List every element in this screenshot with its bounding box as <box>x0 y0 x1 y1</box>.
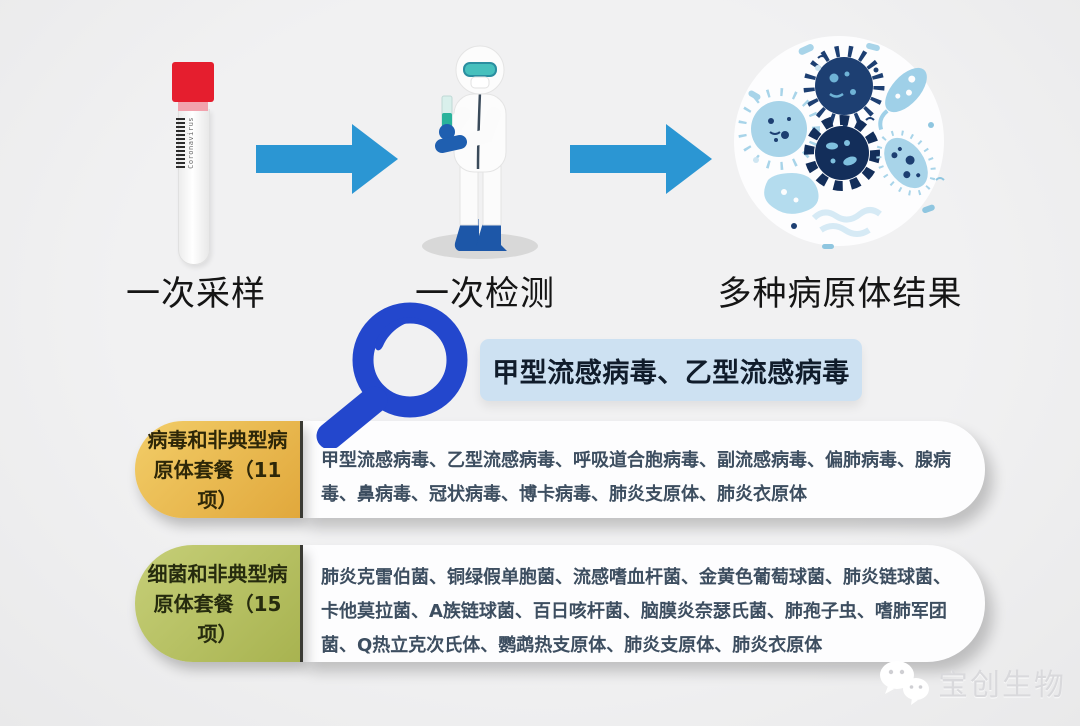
panel-virus-items: 甲型流感病毒、乙型流感病毒、呼吸道合胞病毒、副流感病毒、偏肺病毒、腺病毒、鼻病毒… <box>321 449 951 505</box>
test-tube-label-text: Coronavirus <box>187 117 195 169</box>
panel-bacteria-package: 肺炎克雷伯菌、铜绿假单胞菌、流感嗜血杆菌、金黄色葡萄球菌、肺炎链球菌、卡他莫拉菌… <box>135 545 985 662</box>
magnifier-icon <box>316 302 468 448</box>
watermark-text: 宝创生物 <box>938 668 1066 703</box>
step-label-testing: 一次检测 <box>415 274 555 314</box>
scientist-illustration <box>422 45 538 259</box>
arrow-right-icon <box>570 124 712 194</box>
test-tube-label: Coronavirus <box>176 117 195 169</box>
step-label-sampling: 一次采样 <box>126 274 266 314</box>
test-tube-cap-ring <box>178 102 208 111</box>
wechat-icon <box>880 661 929 705</box>
test-tube-illustration: Coronavirus <box>171 62 215 266</box>
panel-virus-tag: 病毒和非典型病原体套餐（11项） <box>135 421 303 518</box>
panel-bacteria-tag: 细菌和非典型病原体套餐（15项） <box>135 545 303 662</box>
panel-virus-body: 甲型流感病毒、乙型流感病毒、呼吸道合胞病毒、副流感病毒、偏肺病毒、腺病毒、鼻病毒… <box>301 421 985 518</box>
panel-bacteria-items: 肺炎克雷伯菌、铜绿假单胞菌、流感嗜血杆菌、金黄色葡萄球菌、肺炎链球菌、卡他莫拉菌… <box>321 566 951 656</box>
highlight-result-box: 甲型流感病毒、乙型流感病毒 <box>480 339 862 401</box>
test-tube-cap <box>172 62 214 102</box>
step-label-results: 多种病原体结果 <box>717 274 963 314</box>
barcode-icon <box>176 117 185 168</box>
highlight-result-text: 甲型流感病毒、乙型流感病毒 <box>492 357 850 389</box>
watermark: 宝创生物 <box>878 658 1066 706</box>
arrow-right-icon <box>256 124 398 194</box>
panel-virus-package: 甲型流感病毒、乙型流感病毒、呼吸道合胞病毒、副流感病毒、偏肺病毒、腺病毒、鼻病毒… <box>135 421 985 518</box>
panel-bacteria-body: 肺炎克雷伯菌、铜绿假单胞菌、流感嗜血杆菌、金黄色葡萄球菌、肺炎链球菌、卡他莫拉菌… <box>301 545 985 662</box>
pathogen-cluster-illustration <box>734 36 945 249</box>
